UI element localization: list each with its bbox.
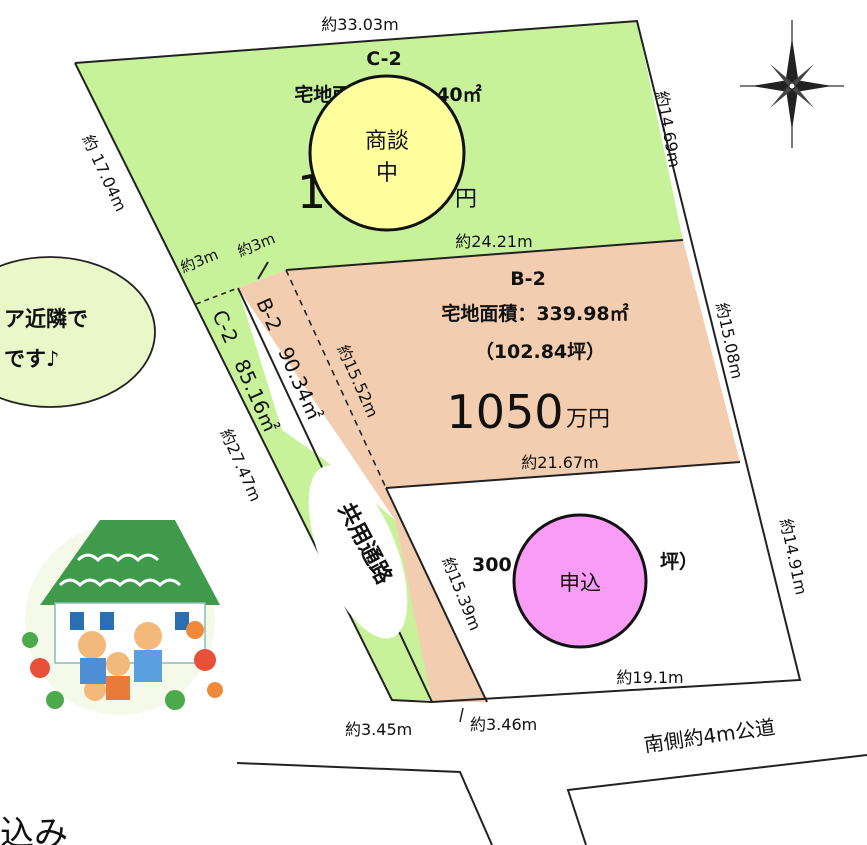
lot-a-bottom-edge: 約19.1m <box>616 668 683 687</box>
svg-text:ア近隣で: ア近隣で <box>4 307 88 331</box>
lot-b-tsubo: （102.84坪） <box>475 340 605 363</box>
lot-b-price-number: 1050 <box>446 385 563 439</box>
lot-c-top-edge: 約33.03m <box>321 15 398 34</box>
gap-tick <box>257 261 269 280</box>
svg-text:申込: 申込 <box>559 571 601 595</box>
negotiation-badge: 商談 中 <box>308 74 466 232</box>
lot-c-price-unit: 円 <box>455 187 477 212</box>
boundary-c-b <box>285 239 684 271</box>
road-edge-right <box>566 754 867 845</box>
shared-road-shape <box>308 465 408 639</box>
left-long-edge: 約27.47m <box>216 426 265 504</box>
bottom-dim-right: 約3.46m <box>470 715 537 734</box>
svg-text:商談: 商談 <box>365 129 409 154</box>
family-house-illustration <box>22 520 223 715</box>
road-edge-left <box>236 762 493 845</box>
applied-badge: 申込 <box>512 513 648 649</box>
lot-a-area-right: 坪） <box>660 550 698 573</box>
lot-a-right-edge: 約14.91m <box>776 517 811 597</box>
lot-b-area <box>286 240 740 488</box>
boundary-a-left <box>385 487 488 703</box>
lot-a-area-left: 300 <box>472 554 512 576</box>
bottom-left-text: 込み <box>0 814 68 845</box>
bottom-dim-left: 約3.45m <box>345 720 412 739</box>
boundary-b-a <box>385 461 741 489</box>
lot-b-bottom-edge: 約21.67m <box>521 453 598 472</box>
svg-text:中: 中 <box>376 161 398 186</box>
svg-text:です♪: です♪ <box>4 347 59 371</box>
lot-b-price-unit: 万円 <box>566 407 610 432</box>
dashed-boundary <box>285 269 387 489</box>
speech-bubble: ア近隣で です♪ <box>0 256 156 408</box>
lot-b-area: 宅地面積：339.98㎡ <box>441 302 628 325</box>
road-label: 南側約4m公道 <box>642 715 776 757</box>
dashed-gap <box>195 287 239 305</box>
lot-b-strip <box>238 270 487 702</box>
lot-b-right-edge: 約15.08m <box>712 301 747 381</box>
compass-rose-icon <box>740 20 844 148</box>
lot-c-bottom-edge: 約24.21m <box>455 232 532 251</box>
lot-c-name: C-2 <box>366 48 402 70</box>
lot-b-name: B-2 <box>510 268 546 290</box>
